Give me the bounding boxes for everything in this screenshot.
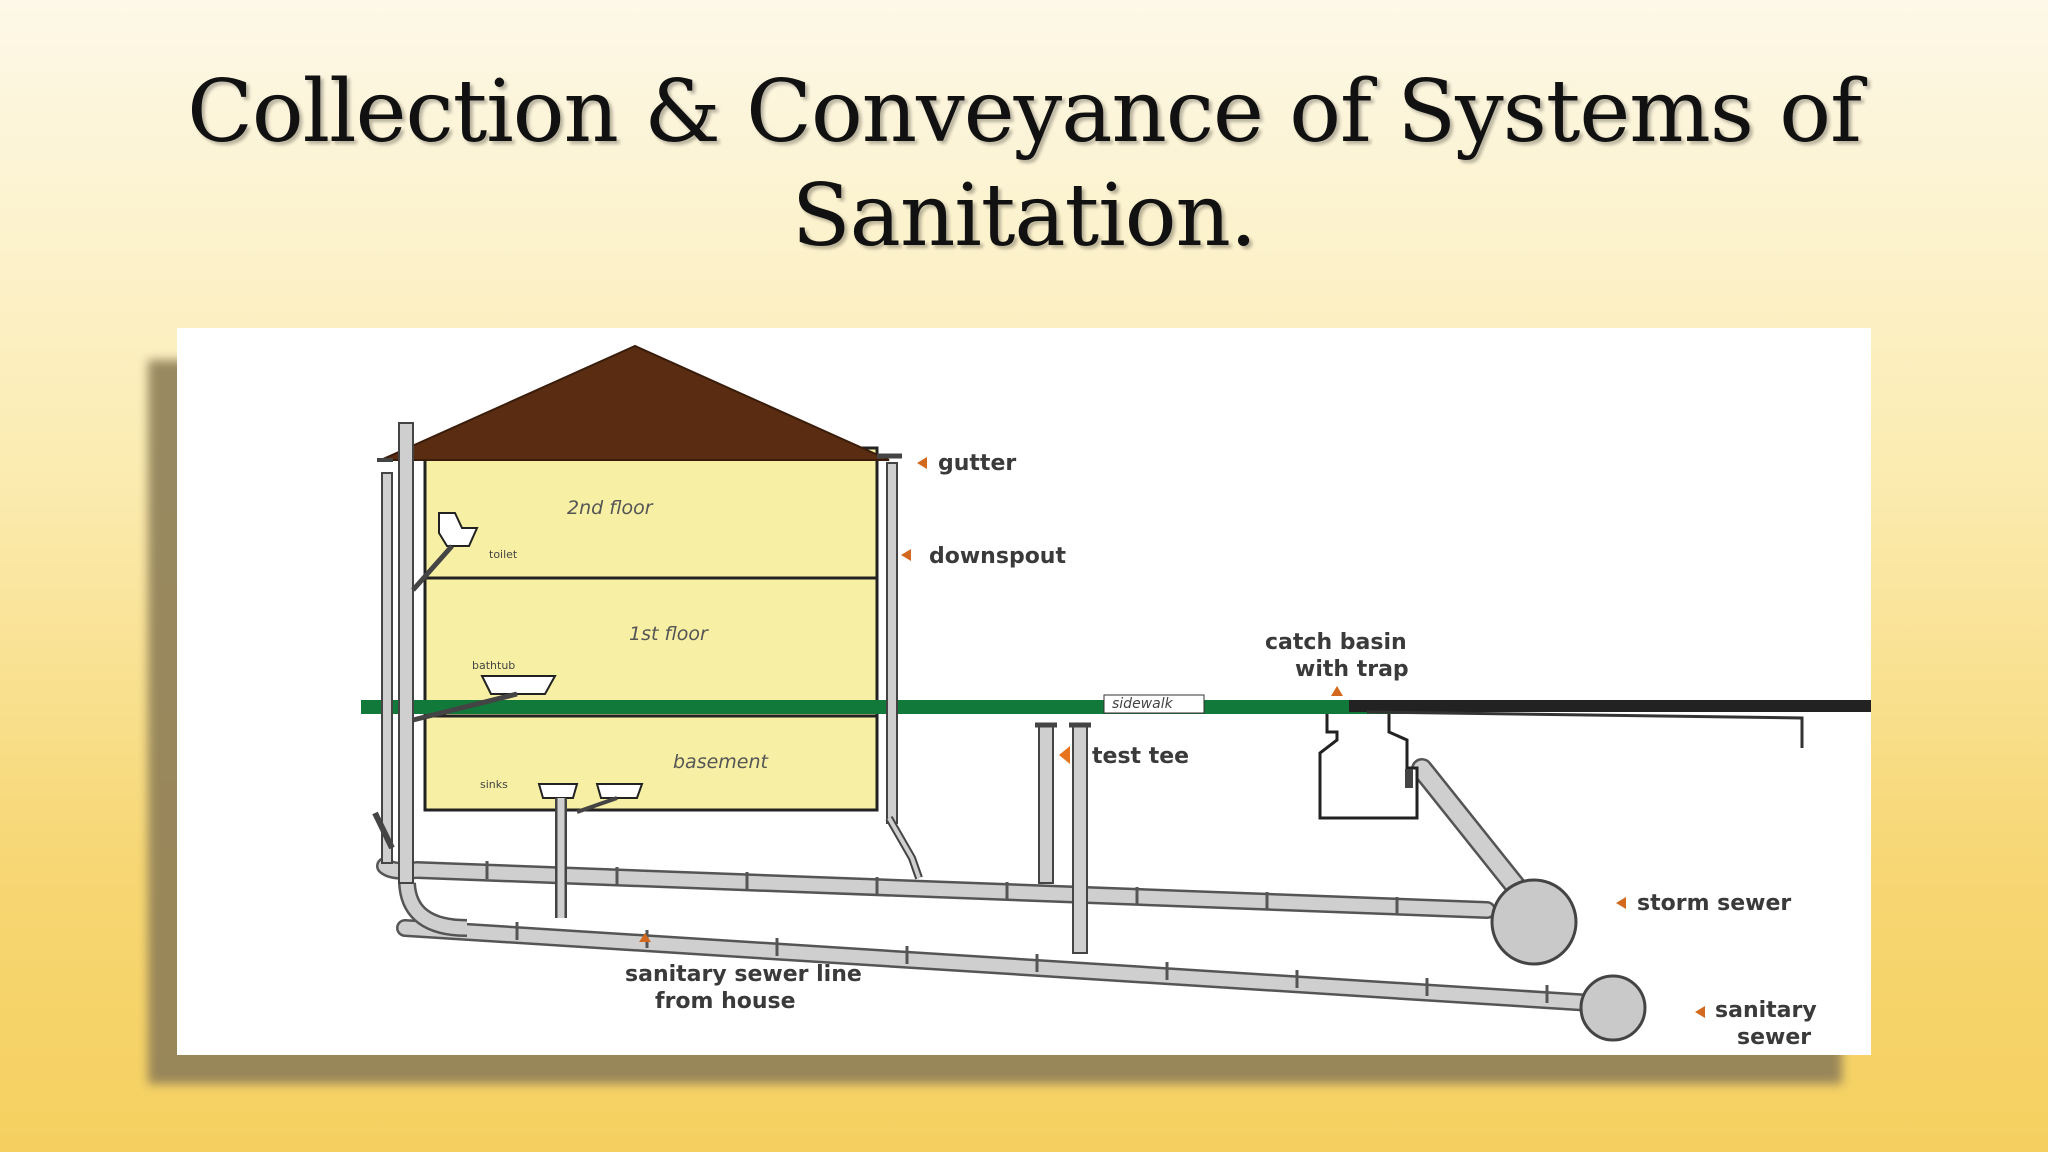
slide-title: Collection & Conveyance of Systems of Sa… xyxy=(0,60,2048,268)
first-floor-label: 1st floor xyxy=(629,623,709,645)
sanitary-sewer-main xyxy=(1579,974,1647,1042)
bathtub-label: bathtub xyxy=(472,659,515,672)
sanitary-sewer-label-2: sewer xyxy=(1737,1025,1811,1050)
pipe-joints xyxy=(485,861,1549,1003)
road-surface xyxy=(1349,700,1871,712)
toilet-fixture xyxy=(411,512,479,592)
downspout-label: downspout xyxy=(929,544,1066,569)
label-arrows xyxy=(639,457,1705,1018)
catch-basin xyxy=(1318,714,1419,820)
ground-surface xyxy=(361,700,1481,714)
vent-stack xyxy=(398,422,414,884)
diagram-canvas: sidewalk toilet bathtub xyxy=(361,344,1871,1050)
catch-basin-label-1: catch basin xyxy=(1265,630,1407,655)
sanitary-sewer-line-label-2: from house xyxy=(655,989,796,1014)
test-tee-label: test tee xyxy=(1092,744,1189,769)
sanitary-sewer-line-label-1: sanitary sewer line xyxy=(625,962,862,987)
second-floor-label: 2nd floor xyxy=(567,497,654,519)
sinks-fixture xyxy=(537,783,644,918)
road-curb xyxy=(1366,710,1804,748)
roof xyxy=(380,344,890,461)
basement-label: basement xyxy=(673,751,770,773)
storm-sewer-main xyxy=(1490,878,1578,966)
sinks-label: sinks xyxy=(480,778,508,791)
sidewalk-label: sidewalk xyxy=(1112,696,1174,712)
sidewalk-slab xyxy=(1103,694,1205,714)
gutter-label: gutter xyxy=(938,451,1016,476)
test-tee-marker xyxy=(1059,746,1070,764)
test-tee-pipes xyxy=(1035,722,1091,954)
bathtub-fixture xyxy=(412,675,557,723)
catch-basin-label-2: with trap xyxy=(1295,657,1409,682)
toilet-label: toilet xyxy=(489,548,518,561)
title-line-2: Sanitation. xyxy=(791,166,1257,266)
title-line-1: Collection & Conveyance of Systems of xyxy=(187,62,1862,162)
storm-sewer-label: storm sewer xyxy=(1637,891,1791,916)
house-wall xyxy=(423,446,879,812)
left-downspout xyxy=(381,472,393,864)
downspout-pipe xyxy=(886,462,898,824)
sanitary-sewer-label-1: sanitary xyxy=(1715,998,1817,1023)
sanitation-diagram: sidewalk toilet bathtub xyxy=(177,328,1871,1055)
